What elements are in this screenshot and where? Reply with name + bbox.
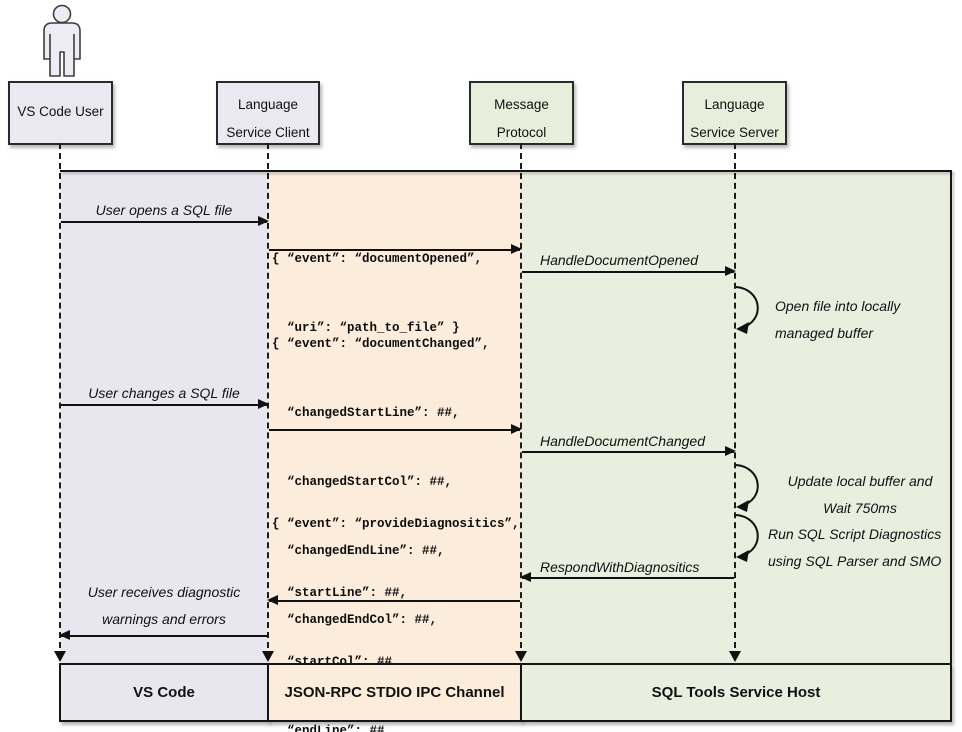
message-arrow-document-opened — [269, 244, 522, 254]
lane-box-sql-tools-host: SQL Tools Service Host — [520, 663, 952, 722]
participant-label-line1: Language — [704, 97, 765, 112]
diagram-right-border — [950, 171, 952, 663]
message-arrow-diagnostics-to-client — [267, 595, 520, 605]
lifeline-message-protocol — [520, 143, 522, 658]
message-arrow-open-file — [61, 216, 269, 226]
diagram-top-border — [60, 170, 952, 172]
participant-label-line1: Language — [237, 97, 299, 112]
lane-label: JSON-RPC STDIO IPC Channel — [284, 684, 505, 701]
message-label-open-file: User opens a SQL file — [95, 202, 233, 218]
message-label-receive-diagnostics: User receives diagnostic warnings and er… — [87, 584, 241, 627]
self-call-arrow-update-buffer — [735, 464, 759, 512]
message-label-handle-document-changed: HandleDocumentChanged — [540, 433, 705, 449]
lane-label: SQL Tools Service Host — [651, 684, 821, 701]
message-label-change-file: User changes a SQL file — [88, 385, 240, 401]
message-label-handle-document-opened: HandleDocumentOpened — [540, 252, 698, 268]
participant-vscode-user: VS Code User — [8, 81, 113, 145]
message-label-respond-with-diagnostics: RespondWithDiagnositics — [540, 559, 700, 575]
lifeline-end-arrow — [515, 651, 527, 662]
lane-vscode-band — [60, 172, 268, 663]
self-call-arrow-run-diagnostics — [735, 514, 759, 562]
note-open-buffer: Open file into locally managed buffer — [775, 298, 901, 341]
message-arrow-handle-document-changed — [522, 446, 736, 456]
message-arrow-change-file — [61, 399, 269, 409]
lifeline-end-arrow — [262, 651, 274, 662]
participant-label-line2: Service Client — [226, 125, 310, 140]
lane-box-vscode: VS Code — [59, 663, 269, 722]
self-call-arrow-open-buffer — [735, 286, 759, 334]
payload-document-opened: { “event”: “documentOpened”, “uri”: “pat… — [272, 252, 483, 335]
participant-language-service-server: Language Service Server — [682, 81, 787, 145]
participant-label-line1: Message — [494, 97, 549, 112]
message-arrow-receive-diagnostics — [59, 630, 267, 640]
message-arrow-respond-with-diagnostics — [520, 572, 734, 582]
participant-message-protocol: Message Protocol — [469, 81, 574, 145]
participant-label-line2: Protocol — [496, 125, 547, 140]
message-arrow-handle-document-opened — [522, 266, 736, 276]
lane-host-band — [521, 172, 952, 663]
person-icon — [43, 4, 81, 77]
lifeline-end-arrow — [54, 651, 66, 662]
lane-label: VS Code — [133, 684, 195, 701]
lifeline-service-server — [734, 143, 736, 658]
note-run-diagnostics: Run SQL Script Diagnostics using SQL Par… — [768, 526, 942, 569]
lifeline-end-arrow — [729, 651, 741, 662]
lane-ipc-band — [268, 172, 521, 663]
participant-language-service-client: Language Service Client — [216, 81, 320, 145]
participant-label: VS Code User — [17, 104, 104, 119]
lifeline-vscode-user — [59, 143, 61, 658]
note-update-buffer: Update local buffer and Wait 750ms — [787, 473, 933, 516]
lane-box-ipc-channel: JSON-RPC STDIO IPC Channel — [267, 663, 522, 722]
message-arrow-document-changed — [269, 424, 522, 434]
participant-label-line2: Service Server — [690, 125, 779, 140]
